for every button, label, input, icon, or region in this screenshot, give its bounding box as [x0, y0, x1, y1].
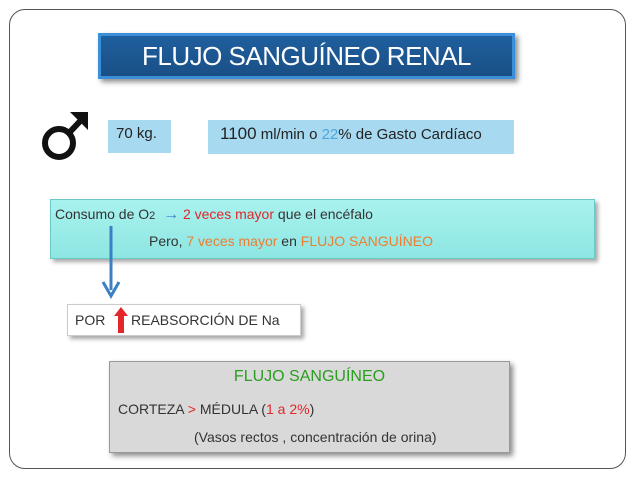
- oxygen-box: Consumo de O2 → 2 veces mayor que el enc…: [50, 199, 595, 259]
- cortex-title: FLUJO SANGUÍNEO: [233, 368, 386, 385]
- oxygen-line-2: Pero, 7 veces mayor en FLUJO SANGUÍNEO: [149, 233, 433, 249]
- slide-title: FLUJO SANGUÍNEO RENAL: [98, 33, 515, 79]
- male-symbol-icon: [42, 112, 88, 160]
- reabsorption-label: REABSORCIÓN DE Na: [131, 312, 280, 328]
- oxygen-line2-end: FLUJO SANGUÍNEO: [300, 233, 434, 249]
- oxygen-line2-highlight: 7 veces mayor: [186, 233, 278, 249]
- oxygen-subscript: 2: [149, 210, 156, 222]
- flow-value: 1100: [220, 124, 257, 143]
- down-arrow-icon: [101, 226, 121, 300]
- right-arrow-icon: →: [163, 206, 180, 223]
- por-box: POR REABSORCIÓN DE Na: [67, 304, 301, 336]
- oxygen-rest: que el encéfalo: [277, 206, 373, 222]
- greater-than: >: [187, 401, 196, 417]
- oxygen-highlight: 2 veces mayor: [182, 206, 275, 222]
- por-label: POR: [75, 312, 106, 328]
- cortex-label: CORTEZA: [118, 401, 184, 417]
- flow-rest: % de Gasto Cardíaco: [338, 126, 482, 143]
- cortex-box: FLUJO SANGUÍNEO CORTEZA > MÉDULA (1 a 2%…: [109, 361, 510, 453]
- weight-value: 70 kg.: [116, 125, 157, 142]
- medulla-close: ): [309, 401, 315, 417]
- cortex-line-1: CORTEZA > MÉDULA (1 a 2%): [118, 401, 314, 417]
- oxygen-label: Consumo de O: [55, 206, 150, 222]
- oxygen-line-1: Consumo de O2 → 2 veces mayor que el enc…: [55, 206, 373, 224]
- cortex-line-2: (Vasos rectos , concentración de orina): [194, 429, 437, 445]
- weight-box: 70 kg.: [108, 120, 171, 153]
- oxygen-line2-mid: en: [281, 233, 297, 249]
- oxygen-line2-prefix: Pero,: [149, 233, 183, 249]
- medulla-label: MÉDULA (: [199, 401, 266, 417]
- flow-unit: ml/min o: [260, 126, 318, 143]
- medulla-range: 1 a 2%: [265, 401, 310, 417]
- flow-percent: 22: [321, 126, 339, 143]
- blood-flow-box: 1100 ml/min o 22% de Gasto Cardíaco: [208, 120, 514, 154]
- up-arrow-icon: [114, 307, 128, 333]
